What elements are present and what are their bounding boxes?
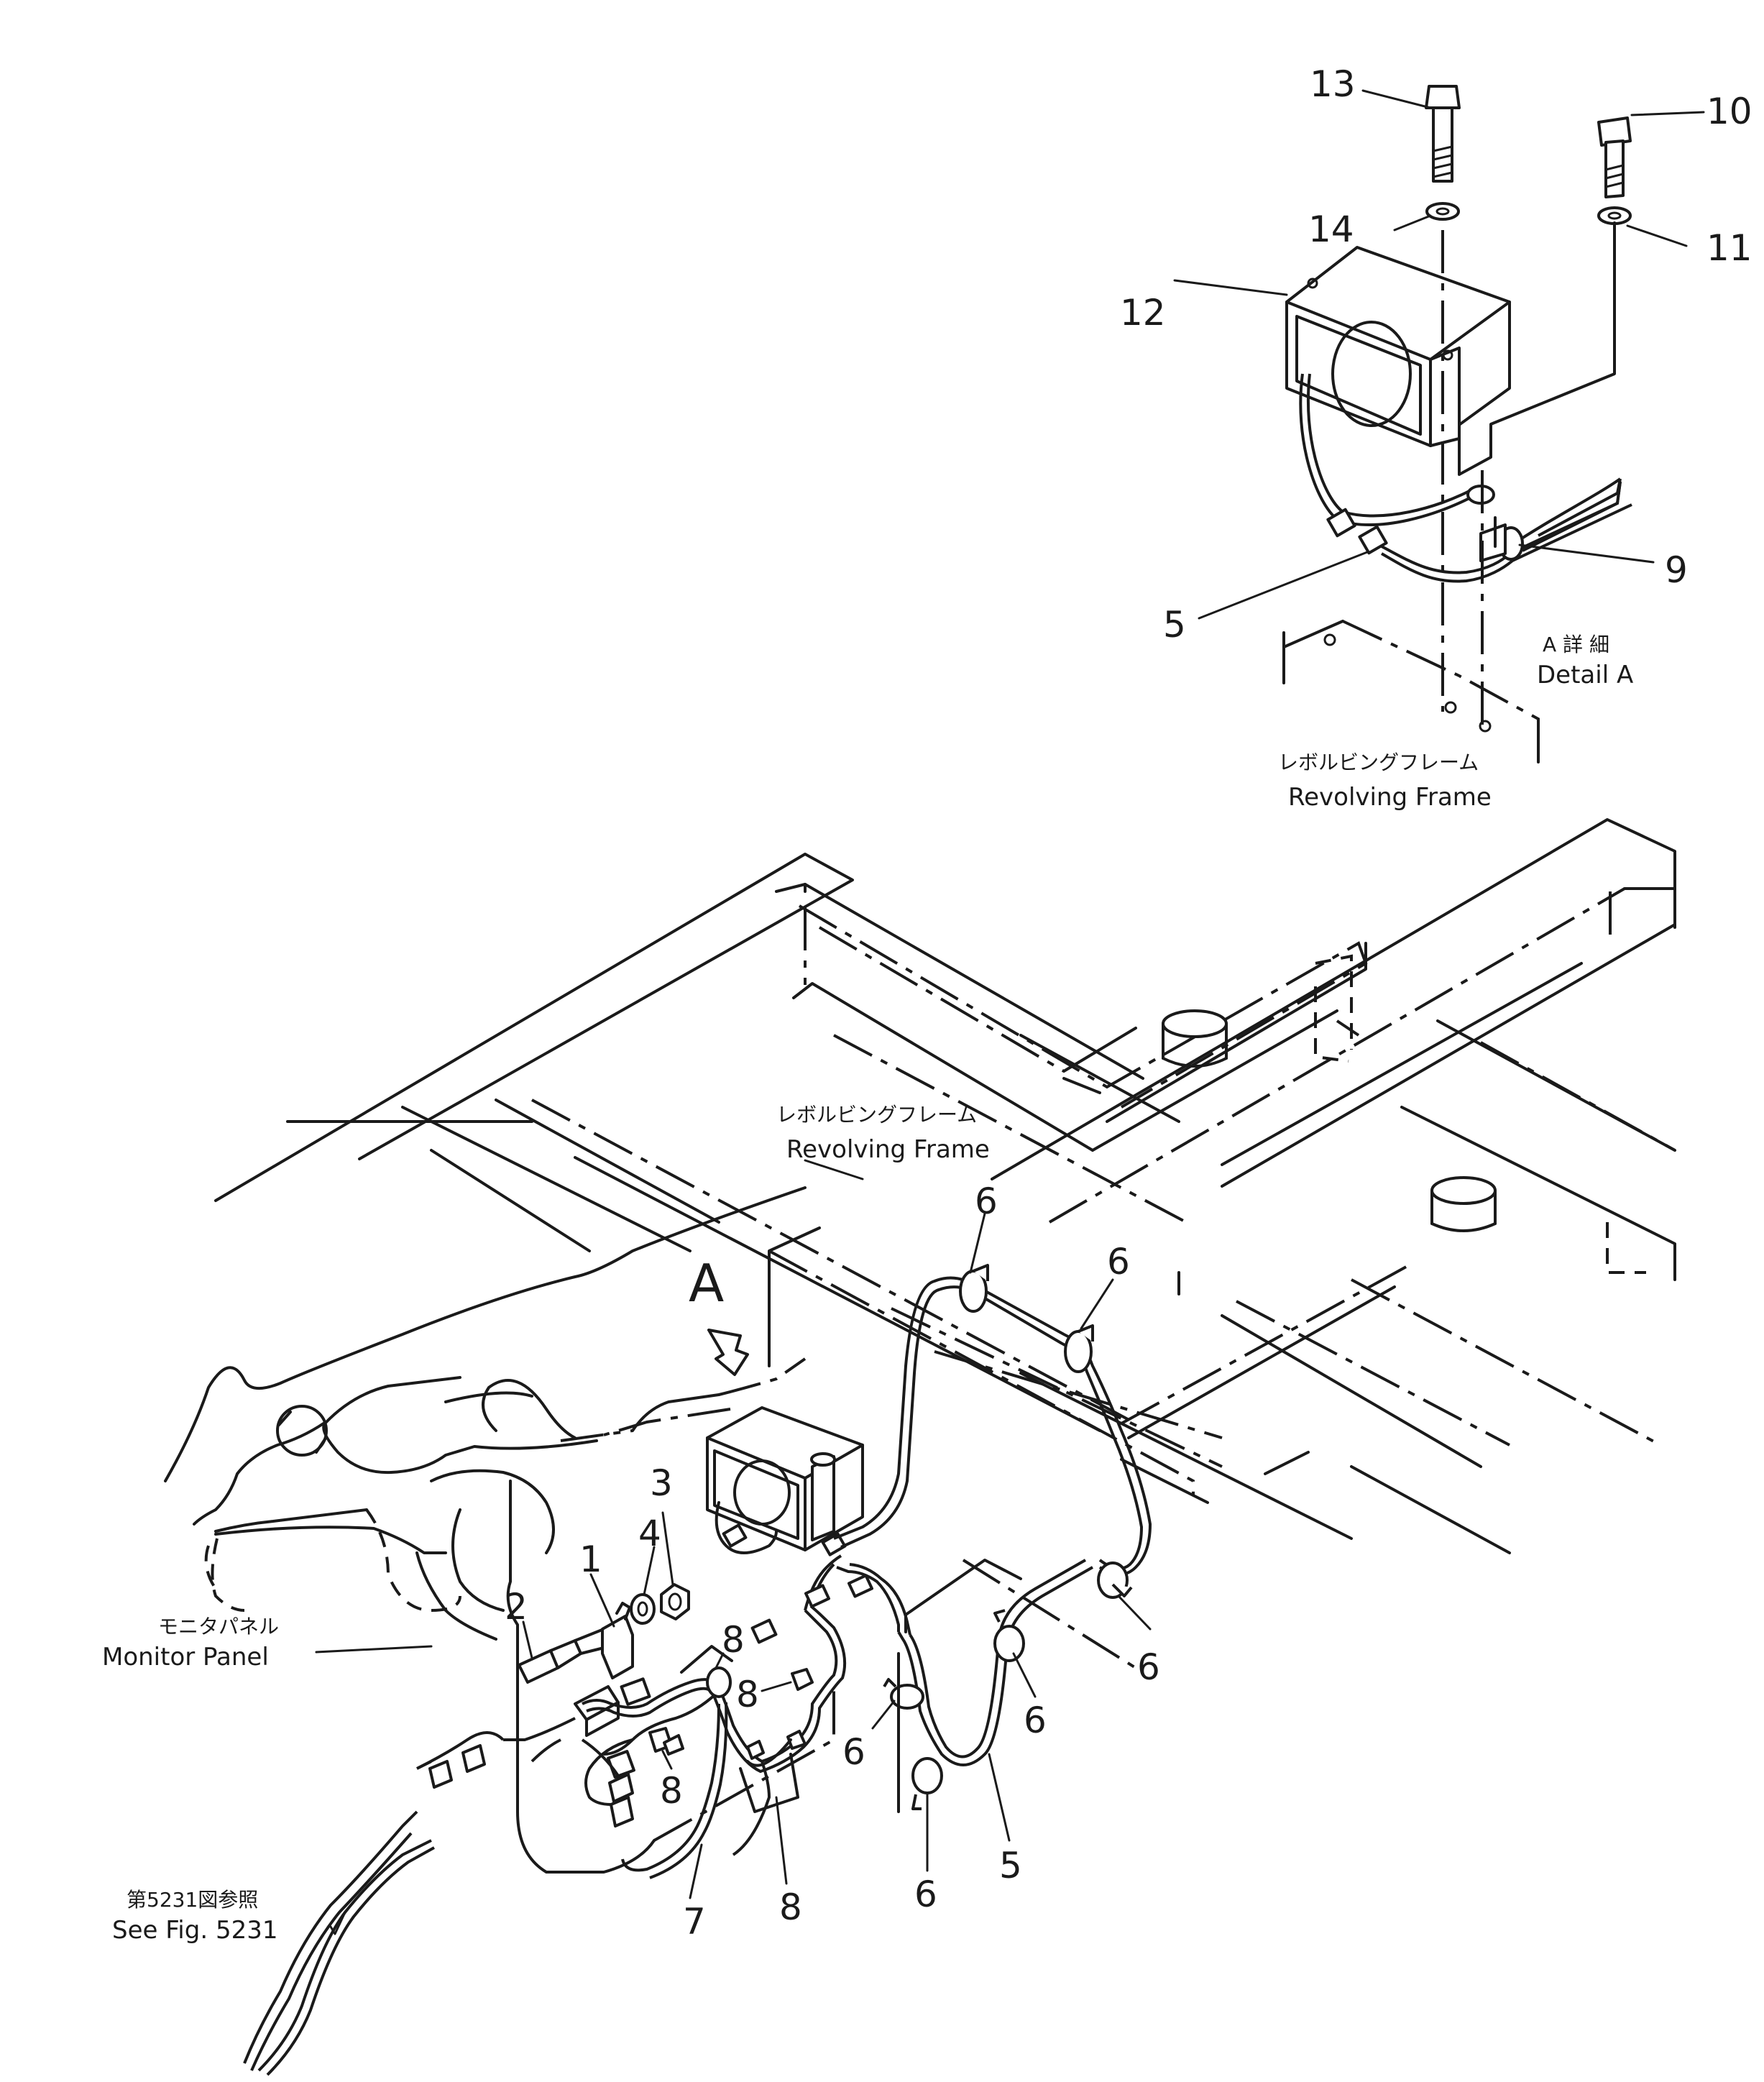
see-fig-jp: 第5231図参照 <box>127 1888 258 1912</box>
label-plate-8-upper <box>680 1645 733 1674</box>
horn-bracket <box>1458 221 1616 476</box>
clamp-6-f <box>911 1757 943 1794</box>
monitor-connectors <box>243 1717 634 2076</box>
callout-6-e: 6 <box>842 1731 865 1773</box>
callout-8-a: 8 <box>722 1619 745 1661</box>
washer-11 <box>1597 206 1632 225</box>
clamp-6-d <box>993 1625 1025 1662</box>
callout-8-c: 8 <box>660 1770 683 1812</box>
harness-bracket <box>904 1559 1022 1616</box>
frame-label-detail-jp: レボルビングフレーム <box>1278 751 1479 774</box>
connector-8-b <box>750 1618 778 1644</box>
text-notes: A 詳 細 Detail A レボルビングフレーム Revolving Fram… <box>102 633 1633 1945</box>
leader-lines <box>315 89 1705 1935</box>
callout-5-main: 5 <box>999 1845 1022 1886</box>
callout-6-f: 6 <box>914 1874 937 1915</box>
callout-6-b: 6 <box>1107 1241 1130 1283</box>
clamp-6-e <box>890 1684 924 1710</box>
callout-12: 12 <box>1120 292 1166 334</box>
main-view <box>164 89 1705 2076</box>
horn-main <box>706 1406 864 1556</box>
callout-2: 2 <box>505 1586 528 1628</box>
view-a-leader <box>603 1408 731 1436</box>
callout-5-detail: 5 <box>1163 604 1186 646</box>
swing-post-2 <box>1430 1176 1646 1274</box>
connectors-8 <box>607 1574 874 1779</box>
switch-1 <box>601 1615 634 1679</box>
horn-12 <box>1285 246 1511 447</box>
callout-13: 13 <box>1310 63 1356 105</box>
view-marker-a: A <box>689 1253 724 1313</box>
callout-1: 1 <box>579 1538 602 1580</box>
bolt-10 <box>1597 116 1632 198</box>
boom-foot <box>164 1186 835 1874</box>
callout-6-d: 6 <box>1024 1700 1047 1741</box>
clamps-6 <box>883 1264 1133 1810</box>
callout-7: 7 <box>683 1901 706 1943</box>
monitor-label-en: Monitor Panel <box>102 1643 269 1671</box>
washer-14 <box>1425 202 1460 221</box>
callout-8-b: 8 <box>736 1674 759 1715</box>
callout-11: 11 <box>1706 227 1752 269</box>
frame-label-main-jp: レボルビングフレーム <box>776 1103 977 1127</box>
callout-3: 3 <box>650 1462 673 1504</box>
nut-3 <box>660 1583 690 1620</box>
callout-9: 9 <box>1665 549 1688 591</box>
clamp-9 <box>1479 523 1524 562</box>
wire-harness-5-main <box>833 1276 1152 1766</box>
connector-8-a <box>706 1666 732 1698</box>
callout-8-d: 8 <box>779 1886 802 1928</box>
connector-8-c <box>791 1668 814 1691</box>
callout-6-a: 6 <box>975 1180 998 1222</box>
bolt-13 <box>1425 85 1461 183</box>
callout-numbers: 13 10 14 11 12 9 5 6 6 6 6 6 6 4 3 1 2 8… <box>505 63 1752 1943</box>
see-fig-en: See Fig. 5231 <box>112 1916 277 1945</box>
callout-6-c: 6 <box>1137 1646 1160 1688</box>
monitor-panel <box>211 1526 497 1641</box>
washer-4 <box>630 1593 656 1625</box>
detail-a-label-jp: A 詳 細 <box>1543 633 1609 656</box>
detail-a-view <box>1282 85 1632 763</box>
switch-assembly <box>518 1583 690 1737</box>
swing-post-1 <box>1162 986 1349 1068</box>
frame-label-detail-en: Revolving Frame <box>1288 783 1492 812</box>
view-a-arrow <box>707 1329 749 1376</box>
horn-lead-wire <box>1299 373 1514 583</box>
revolving-frame <box>214 818 1676 1554</box>
callout-4: 4 <box>638 1513 661 1554</box>
callout-14: 14 <box>1308 208 1354 250</box>
frame-label-main-en: Revolving Frame <box>786 1135 990 1164</box>
monitor-label-jp: モニタパネル <box>158 1615 279 1638</box>
frame-plate-detail <box>1282 620 1540 763</box>
detail-a-label-en: Detail A <box>1537 661 1633 689</box>
callout-10: 10 <box>1706 91 1752 132</box>
